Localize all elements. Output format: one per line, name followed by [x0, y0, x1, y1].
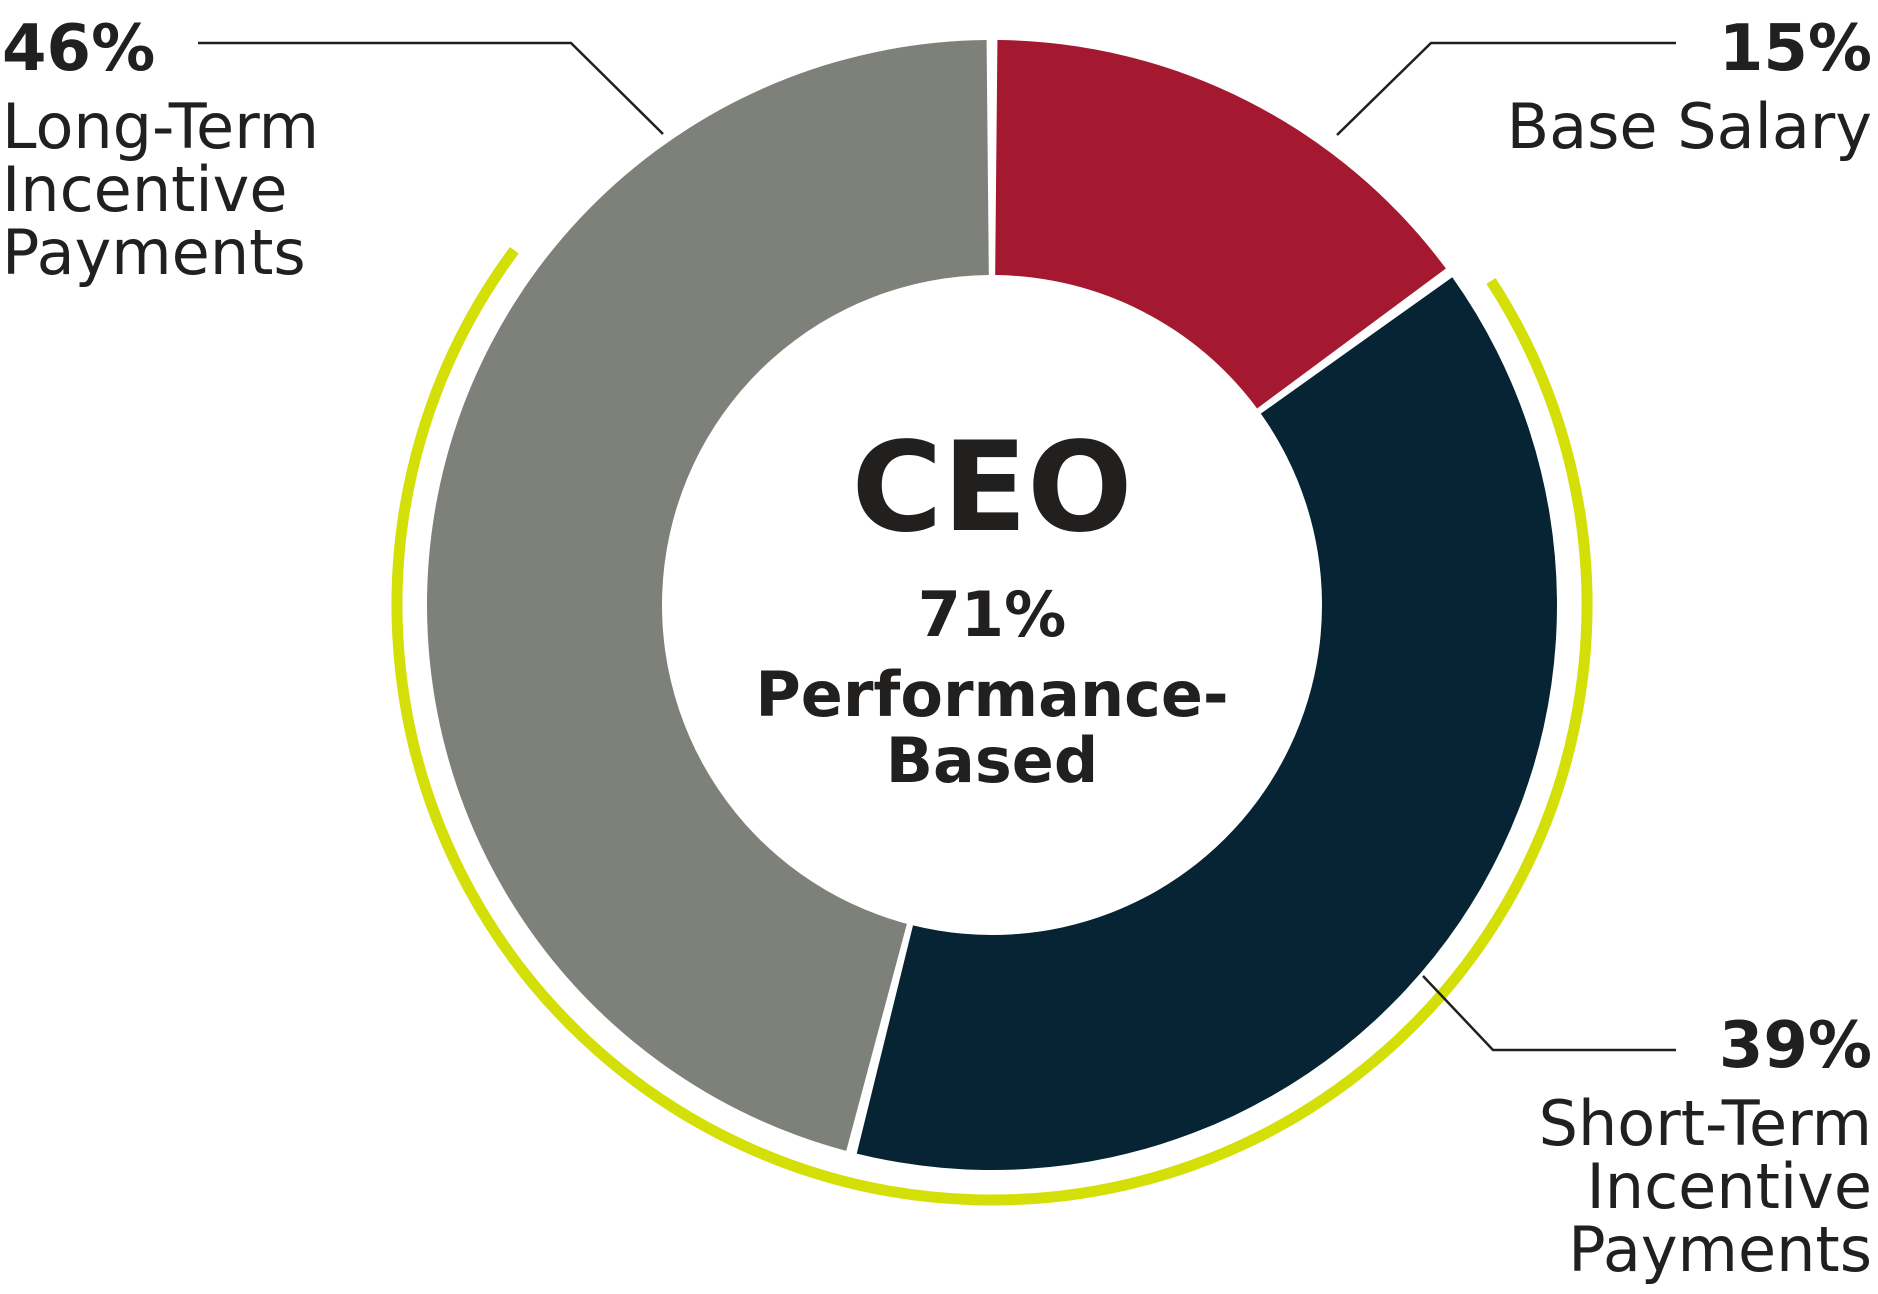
center-label-line-2: Based	[886, 724, 1098, 797]
long-term-incentive-category-label-line-2: Incentive	[2, 153, 287, 226]
short-term-incentive-category-label-line-1: Short-Term	[1539, 1087, 1872, 1160]
short-term-incentive-value-label: 39%	[1719, 1009, 1872, 1083]
long-term-incentive-category-label-line-3: Payments	[2, 216, 306, 289]
slice-labels: 15%Base Salary39%Short-TermIncentivePaym…	[2, 12, 1872, 1286]
base-salary-leader-line	[1336, 41, 1676, 136]
base-salary-category-label-line-1: Base Salary	[1507, 90, 1872, 163]
long-term-incentive-leader-line	[198, 41, 664, 135]
long-term-incentive-category-label-line-1: Long-Term	[2, 90, 319, 163]
center-value: 71%	[918, 578, 1066, 651]
donut-slices	[426, 40, 1557, 1170]
short-term-incentive-slice	[856, 277, 1557, 1170]
performance-based-arc	[391, 246, 1593, 1206]
center-title: CEO	[851, 416, 1132, 560]
leader-lines	[198, 41, 1676, 1052]
short-term-incentive-category-label-line-3: Payments	[1568, 1213, 1872, 1286]
short-term-incentive-category-label-line-2: Incentive	[1587, 1150, 1872, 1223]
long-term-incentive-value-label: 46%	[2, 12, 155, 86]
long-term-incentive-slice	[426, 40, 989, 1151]
base-salary-slice	[995, 40, 1446, 409]
base-salary-value-label: 15%	[1719, 12, 1872, 86]
center-label-line-1: Performance-	[755, 658, 1228, 731]
short-term-incentive-leader-line	[1422, 975, 1676, 1052]
